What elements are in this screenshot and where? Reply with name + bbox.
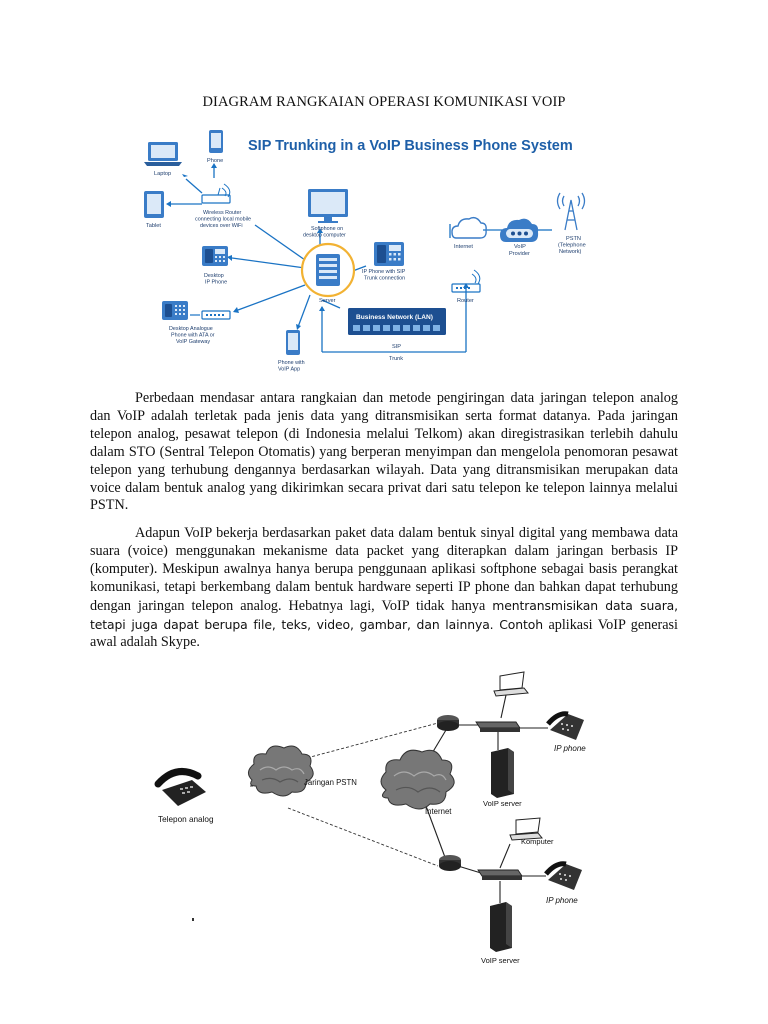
- pstn-label-3: Network): [559, 249, 582, 255]
- paragraph-1: Perbedaan mendasar antara rangkaian dan …: [90, 390, 678, 515]
- phone-label: Phone: [207, 158, 223, 164]
- laptop-icon: [144, 142, 182, 166]
- sip-trunk-label-1: SIP: [392, 344, 401, 350]
- voip-provider-cloud-icon: [500, 218, 539, 242]
- analog-telephone-icon: [154, 768, 206, 806]
- voip-provider-label-1: VoIP: [514, 244, 526, 250]
- sip-trunking-diagram: SIP Trunking in a VoIP Business Phone Sy…: [144, 130, 586, 373]
- lan-label: Business Network (LAN): [356, 314, 433, 321]
- phone-icon: [209, 130, 223, 153]
- router-bottom-icon: [439, 855, 461, 871]
- analogue-label-2: Phone with ATA or: [171, 333, 215, 339]
- ip-phone-top-label: IP phone: [554, 744, 586, 753]
- paragraph-2: Adapun VoIP bekerja berdasarkan paket da…: [90, 525, 678, 652]
- internet-cloud-icon: [380, 749, 455, 810]
- desktop-ip-phone-label-1: Desktop: [204, 273, 224, 279]
- voip-server-top-label: VoIP server: [483, 799, 522, 808]
- ip-phone-sip-label-2: Trunk connection: [364, 276, 405, 282]
- paragraph-1-text: Perbedaan mendasar antara rangkaian dan …: [90, 390, 678, 514]
- pstn-label-1: PSTN: [566, 236, 581, 242]
- sip-trunk-label-2: Trunk: [389, 356, 403, 362]
- server-icon: [316, 254, 340, 286]
- ip-phone-top-icon: [546, 711, 584, 740]
- analogue-label-1: Desktop Analogue: [169, 326, 213, 332]
- server-label: Server: [319, 298, 336, 304]
- paragraph-2-part-3: aplikasi VoIP generasi awal adalah Skype…: [90, 616, 678, 651]
- switch-top-icon: [475, 721, 521, 732]
- router-top-icon: [437, 715, 459, 731]
- analogue-label-3: VoIP Gateway: [176, 339, 210, 345]
- softphone-label-2: desktop computer: [303, 233, 346, 239]
- ip-phone-bottom-icon: [544, 861, 582, 890]
- laptop-bottom-icon: [509, 817, 543, 841]
- ip-phone-sip-icon: [374, 242, 404, 266]
- pstn-tower-icon: [556, 192, 586, 231]
- wireless-router-label-1: Wireless Router: [203, 210, 242, 216]
- pstn-cloud-icon: [248, 745, 314, 797]
- diagram-title: SIP Trunking in a VoIP Business Phone Sy…: [248, 138, 573, 154]
- voip-provider-label-2: Provider: [509, 251, 530, 257]
- jaringan-pstn-label: Jaringan PSTN: [304, 778, 357, 787]
- document-title: DIAGRAM RANGKAIAN OPERASI KOMUNIKASI VOI…: [202, 94, 566, 110]
- internet-label: Internet: [454, 244, 473, 250]
- ip-phone-bottom-label: IP phone: [546, 896, 578, 905]
- paragraph-2-part-2: mentransmisikan data suara, tetapi juga …: [90, 597, 679, 632]
- ata-gateway-icon: [201, 310, 231, 320]
- voip-app-phone-icon: [286, 330, 300, 355]
- laptop-top-icon: [493, 671, 529, 697]
- desktop-ip-phone-icon: [202, 246, 228, 266]
- voip-app-label-1: Phone with: [278, 360, 305, 366]
- desktop-ip-phone-label-2: IP Phone: [205, 280, 227, 286]
- analogue-phone-icon: [162, 301, 188, 320]
- voip-app-label-2: VoIP App: [278, 367, 300, 373]
- speck-mark: [192, 918, 194, 921]
- komputer-label: Komputer: [521, 837, 554, 846]
- ip-phone-sip-label-1: IP Phone with SIP: [362, 269, 406, 275]
- voip-server-bottom-icon: [490, 902, 512, 952]
- internet-cloud-icon: [451, 216, 487, 239]
- paragraph-2-part-1: Adapun VoIP bekerja berdasarkan paket da…: [90, 525, 678, 614]
- business-lan-icon: [348, 308, 446, 335]
- wireless-router-label-3: devices over WiFi: [200, 223, 243, 229]
- router-icon: [451, 269, 481, 293]
- laptop-label: Laptop: [154, 171, 171, 177]
- tablet-icon: [144, 191, 164, 218]
- tablet-label: Tablet: [146, 223, 161, 229]
- voip-server-bottom-label: VoIP server: [481, 956, 520, 965]
- internet-label: Internet: [425, 807, 452, 816]
- wireless-router-label-2: connecting local mobile: [195, 217, 251, 223]
- router-label: Router: [457, 298, 474, 304]
- voip-network-diagram: IP phone VoIP server Jaringan PSTN Inter…: [154, 671, 586, 965]
- switch-bottom-icon: [477, 869, 523, 880]
- softphone-monitor-icon: [308, 189, 348, 223]
- softphone-label-1: Softphone on: [311, 226, 343, 232]
- pstn-label-2: (Telephone: [558, 243, 586, 249]
- voip-server-top-icon: [491, 748, 514, 798]
- wireless-router-icon: [201, 183, 231, 204]
- telepon-analog-label: Telepon analog: [158, 815, 214, 824]
